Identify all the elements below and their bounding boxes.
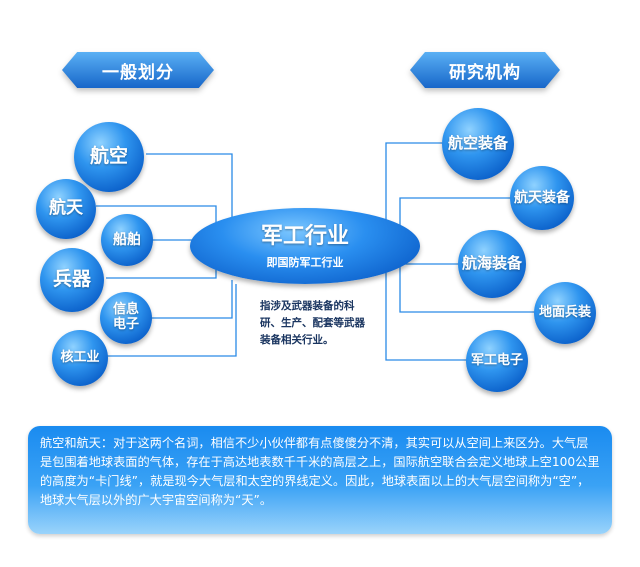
left-banner: 一般划分 bbox=[62, 52, 214, 88]
line-info-electronics bbox=[150, 280, 233, 319]
node-aerospace: 航天 bbox=[36, 179, 96, 239]
line-nuclear bbox=[106, 284, 237, 357]
node-ground-weapons: 地面兵装 bbox=[534, 282, 596, 344]
left-banner-wrap: 一般划分 bbox=[62, 52, 214, 88]
note-text: 航空和航天：对于这两个名词，相信不少小伙伴都有点傻傻分不清，其实可以从空间上来区… bbox=[40, 436, 600, 507]
note-box: 航空和航天：对于这两个名词，相信不少小伙伴都有点傻傻分不清，其实可以从空间上来区… bbox=[28, 426, 612, 534]
node-military-electronics: 军工电子 bbox=[466, 330, 528, 392]
right-banner-wrap: 研究机构 bbox=[410, 52, 560, 88]
line-ground-weapons bbox=[399, 264, 540, 313]
node-info-electronics: 信息电子 bbox=[100, 292, 152, 344]
line-military-electronics bbox=[385, 266, 470, 361]
center-node: 军工行业 即国防军工行业 bbox=[190, 208, 420, 284]
line-aviation-equip bbox=[385, 142, 444, 240]
node-weapons: 兵器 bbox=[40, 248, 104, 312]
center-subtitle: 即国防军工行业 bbox=[266, 256, 344, 269]
node-aviation: 航空 bbox=[74, 122, 144, 192]
right-banner: 研究机构 bbox=[410, 52, 560, 88]
node-aviation-equip: 航空装备 bbox=[442, 108, 514, 180]
node-naval-equip: 航海装备 bbox=[458, 230, 526, 298]
node-aerospace-equip: 航天装备 bbox=[510, 166, 574, 230]
center-title: 军工行业 bbox=[260, 224, 349, 249]
node-nuclear: 核工业 bbox=[52, 330, 108, 386]
line-aviation bbox=[146, 153, 233, 240]
industry-description: 指涉及武器装备的科研、生产、配套等武器装备相关行业。 bbox=[260, 300, 365, 346]
node-shipbuilding: 船舶 bbox=[101, 214, 153, 266]
